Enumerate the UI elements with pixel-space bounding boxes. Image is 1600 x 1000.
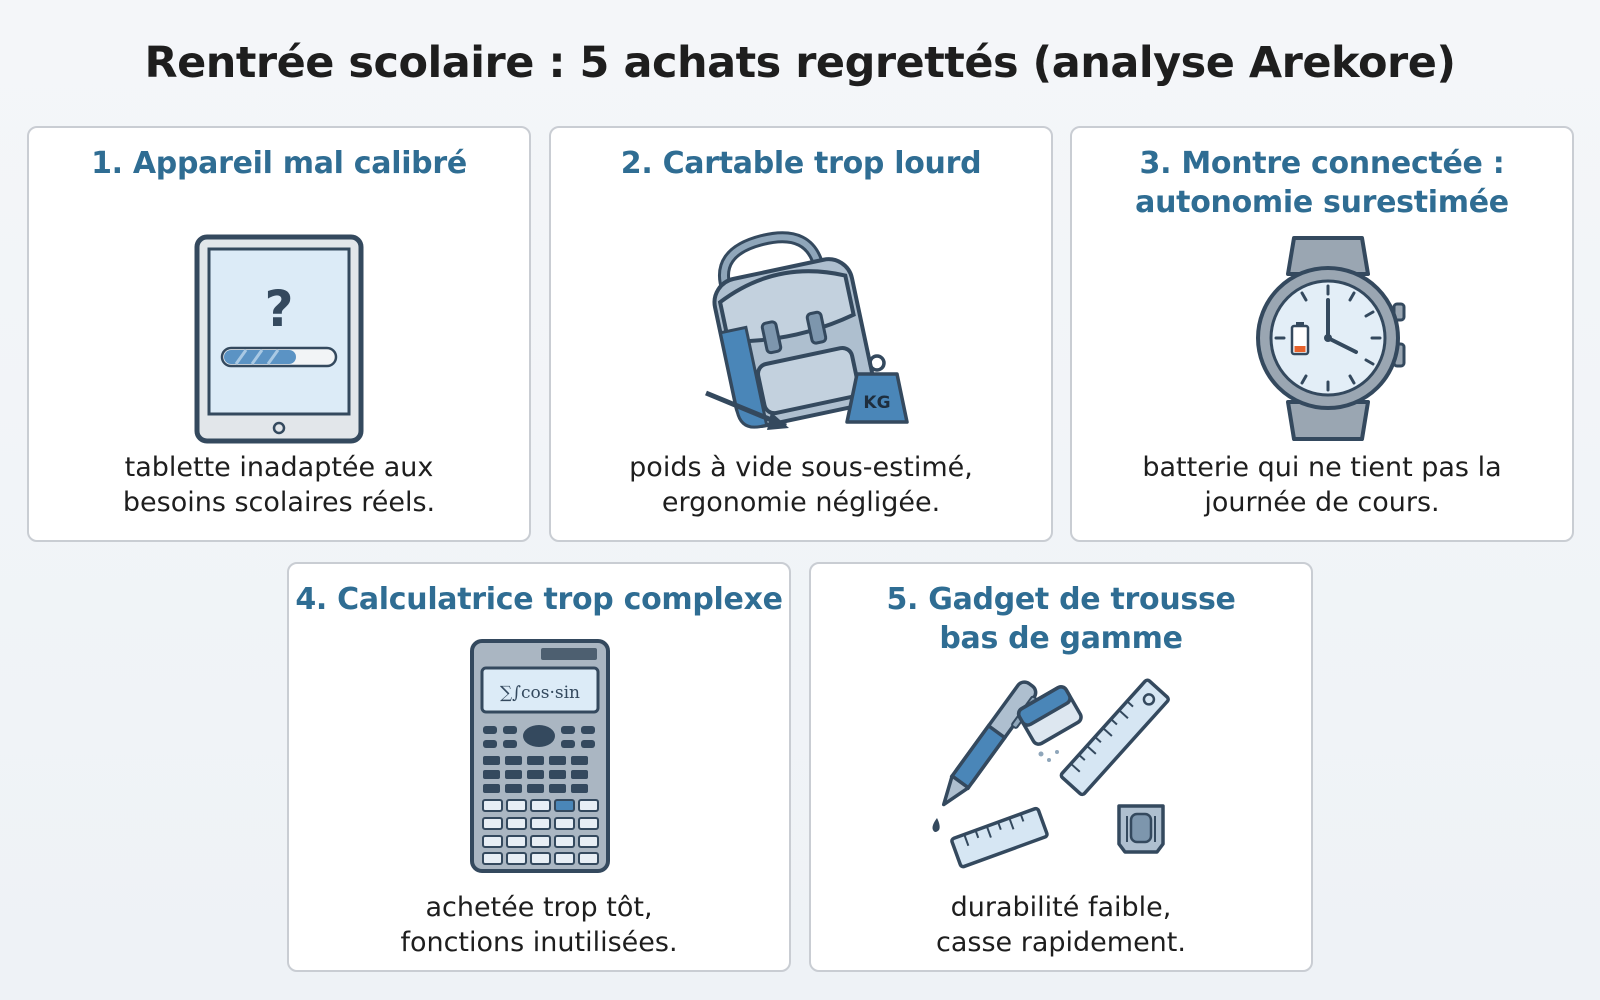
pen-icon: [941, 680, 1038, 807]
card-4: 4. Calculatrice trop complexe ∑∫cos·sin: [287, 562, 791, 972]
card-title: 3. Montre connectée : autonomie surestim…: [1135, 146, 1509, 220]
calculator-icon: ∑∫cos·sin: [470, 639, 610, 873]
card-title: 2. Cartable trop lourd: [620, 146, 982, 181]
card-description: durabilité faible, casse rapidement.: [936, 892, 1186, 958]
svg-text:∑∫cos·sin: ∑∫cos·sin: [500, 683, 580, 703]
card-1: 1. Appareil mal calibré ? tablette inada…: [27, 126, 531, 542]
card-2: 2. Cartable trop lourd KG poids à vide s…: [549, 126, 1053, 542]
card-description: batterie qui ne tient pas la journée de …: [1142, 452, 1502, 518]
svg-text:KG: KG: [863, 393, 890, 413]
card-description: poids à vide sous-estimé, ergonomie négl…: [629, 452, 973, 518]
page-title: Rentrée scolaire : 5 achats regrettés (a…: [144, 38, 1456, 88]
card-title: 1. Appareil mal calibré: [91, 146, 467, 181]
backpack-icon: KG: [705, 231, 909, 430]
school-supplies-icon: [932, 678, 1170, 869]
card-title: 4. Calculatrice trop complexe: [295, 582, 783, 617]
card-description: achetée trop tôt, fonctions inutilisées.: [400, 892, 678, 958]
smartwatch-icon: [1256, 236, 1406, 441]
card-description: tablette inadaptée aux besoins scolaires…: [122, 452, 436, 518]
card-5: 5. Gadget de trousse bas de gamme: [809, 562, 1313, 972]
svg-text:?: ?: [264, 280, 293, 338]
card-3: 3. Montre connectée : autonomie surestim…: [1070, 126, 1574, 542]
card-title: 5. Gadget de trousse bas de gamme: [886, 582, 1236, 656]
tablet-icon: ?: [194, 234, 364, 444]
